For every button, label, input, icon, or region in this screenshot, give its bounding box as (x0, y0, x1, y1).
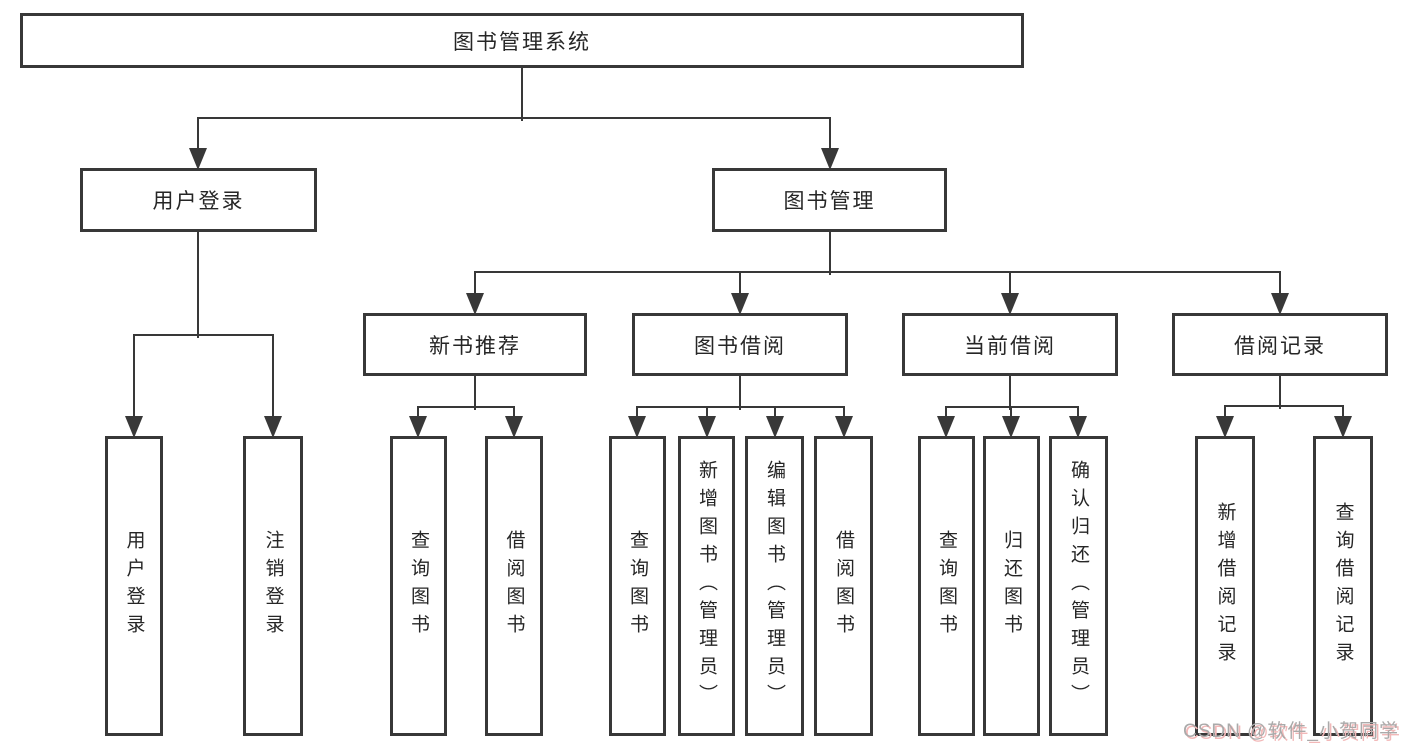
connector-line (1008, 272, 1012, 299)
leaf-box-query-books-current: 查询图书 (918, 436, 975, 736)
node-box-current-borrowing: 当前借阅 (902, 313, 1118, 376)
connector-line (738, 376, 742, 410)
connector-arrowhead (466, 293, 484, 315)
connector-line (416, 407, 420, 422)
leaf-box-add-books-admin: 新增图书（管理员） (678, 436, 735, 736)
connector-line (1278, 376, 1282, 409)
leaf-label-confirm-return-admin: 确认归还（管理员） (1068, 460, 1089, 712)
connector-line (196, 118, 200, 154)
connector-arrowhead (1271, 293, 1289, 315)
node-box-book-management: 图书管理 (712, 168, 947, 232)
connector-line (473, 376, 477, 410)
connector-arrowhead (821, 148, 839, 170)
connector-line (473, 270, 1282, 274)
connector-arrowhead (698, 416, 716, 438)
node-label-new-book-recommend: 新书推荐 (429, 334, 521, 358)
connector-line (635, 405, 846, 409)
leaf-label-logout: 注销登录 (262, 530, 284, 642)
connector-arrowhead (731, 293, 749, 315)
connector-line (416, 405, 516, 409)
connector-line (512, 407, 516, 422)
connector-line (473, 272, 477, 299)
node-box-borrowing-records: 借阅记录 (1172, 313, 1388, 376)
node-label-borrowing-records: 借阅记录 (1234, 334, 1326, 358)
connector-line (132, 335, 136, 422)
connector-line (842, 407, 846, 422)
leaf-label-query-borrow-record: 查询借阅记录 (1332, 502, 1354, 670)
leaf-box-user-login: 用户登录 (105, 436, 163, 736)
leaf-box-query-books-borrowing: 查询图书 (609, 436, 666, 736)
leaf-box-query-books-recommend: 查询图书 (390, 436, 447, 736)
leaf-box-confirm-return-admin: 确认归还（管理员） (1049, 436, 1108, 736)
connector-arrowhead (835, 416, 853, 438)
node-box-library-system: 图书管理系统 (20, 13, 1024, 68)
connector-arrowhead (189, 148, 207, 170)
connector-arrowhead (766, 416, 784, 438)
leaf-label-borrow-books: 借阅图书 (833, 530, 854, 642)
leaf-label-query-books-current: 查询图书 (936, 530, 957, 642)
connector-arrowhead (937, 416, 955, 438)
connector-arrowhead (264, 416, 282, 438)
connector-line (944, 407, 948, 422)
node-box-book-borrowing: 图书借阅 (632, 313, 848, 376)
leaf-label-add-books-admin: 新增图书（管理员） (696, 460, 717, 712)
leaf-label-query-books-borrowing: 查询图书 (627, 530, 648, 642)
connector-line (132, 333, 275, 337)
connector-line (1008, 376, 1012, 410)
connector-arrowhead (1002, 416, 1020, 438)
connector-line (773, 407, 777, 422)
node-label-book-borrowing: 图书借阅 (694, 334, 786, 358)
leaf-label-borrow-books-recommend: 借阅图书 (503, 530, 525, 642)
connector-arrowhead (1216, 416, 1234, 438)
connector-line (1223, 404, 1345, 408)
leaf-box-borrow-books: 借阅图书 (814, 436, 873, 736)
connector-line (271, 335, 275, 422)
connector-line (828, 232, 832, 275)
leaf-label-query-books-recommend: 查询图书 (408, 530, 429, 642)
connector-line (635, 407, 639, 422)
node-box-user-login: 用户登录 (80, 168, 317, 232)
connector-arrowhead (409, 416, 427, 438)
leaf-box-query-borrow-record: 查询借阅记录 (1313, 436, 1373, 736)
leaf-label-return-books: 归还图书 (1001, 530, 1022, 642)
node-label-library-system: 图书管理系统 (453, 30, 591, 54)
connector-arrowhead (628, 416, 646, 438)
connector-line (1223, 406, 1227, 422)
connector-arrowhead (1001, 293, 1019, 315)
connector-line (196, 116, 832, 120)
leaf-box-return-books: 归还图书 (983, 436, 1040, 736)
connector-arrowhead (125, 416, 143, 438)
connector-line (1076, 407, 1080, 422)
connector-line (738, 272, 742, 299)
connector-line (705, 407, 709, 422)
leaf-box-borrow-books-recommend: 借阅图书 (485, 436, 543, 736)
connector-line (1341, 406, 1345, 422)
connector-line (1278, 272, 1282, 299)
leaf-box-add-borrow-record: 新增借阅记录 (1195, 436, 1255, 736)
connector-arrowhead (1334, 416, 1352, 438)
leaf-label-edit-books-admin: 编辑图书（管理员） (764, 460, 785, 712)
connector-line (828, 118, 832, 154)
node-box-new-book-recommend: 新书推荐 (363, 313, 587, 376)
connector-line (520, 68, 524, 121)
leaf-label-add-borrow-record: 新增借阅记录 (1214, 502, 1236, 670)
connector-line (196, 232, 200, 338)
node-label-book-management: 图书管理 (783, 190, 876, 213)
connector-arrowhead (1069, 416, 1087, 438)
connector-arrowhead (505, 416, 523, 438)
leaf-box-edit-books-admin: 编辑图书（管理员） (745, 436, 804, 736)
node-label-current-borrowing: 当前借阅 (964, 334, 1056, 358)
leaf-box-logout: 注销登录 (243, 436, 303, 736)
leaf-label-user-login: 用户登录 (123, 530, 145, 642)
csdn-watermark: CSDN @软件_小贺同学 (1183, 721, 1399, 742)
node-label-user-login: 用户登录 (152, 190, 245, 213)
connector-line (1009, 407, 1013, 422)
